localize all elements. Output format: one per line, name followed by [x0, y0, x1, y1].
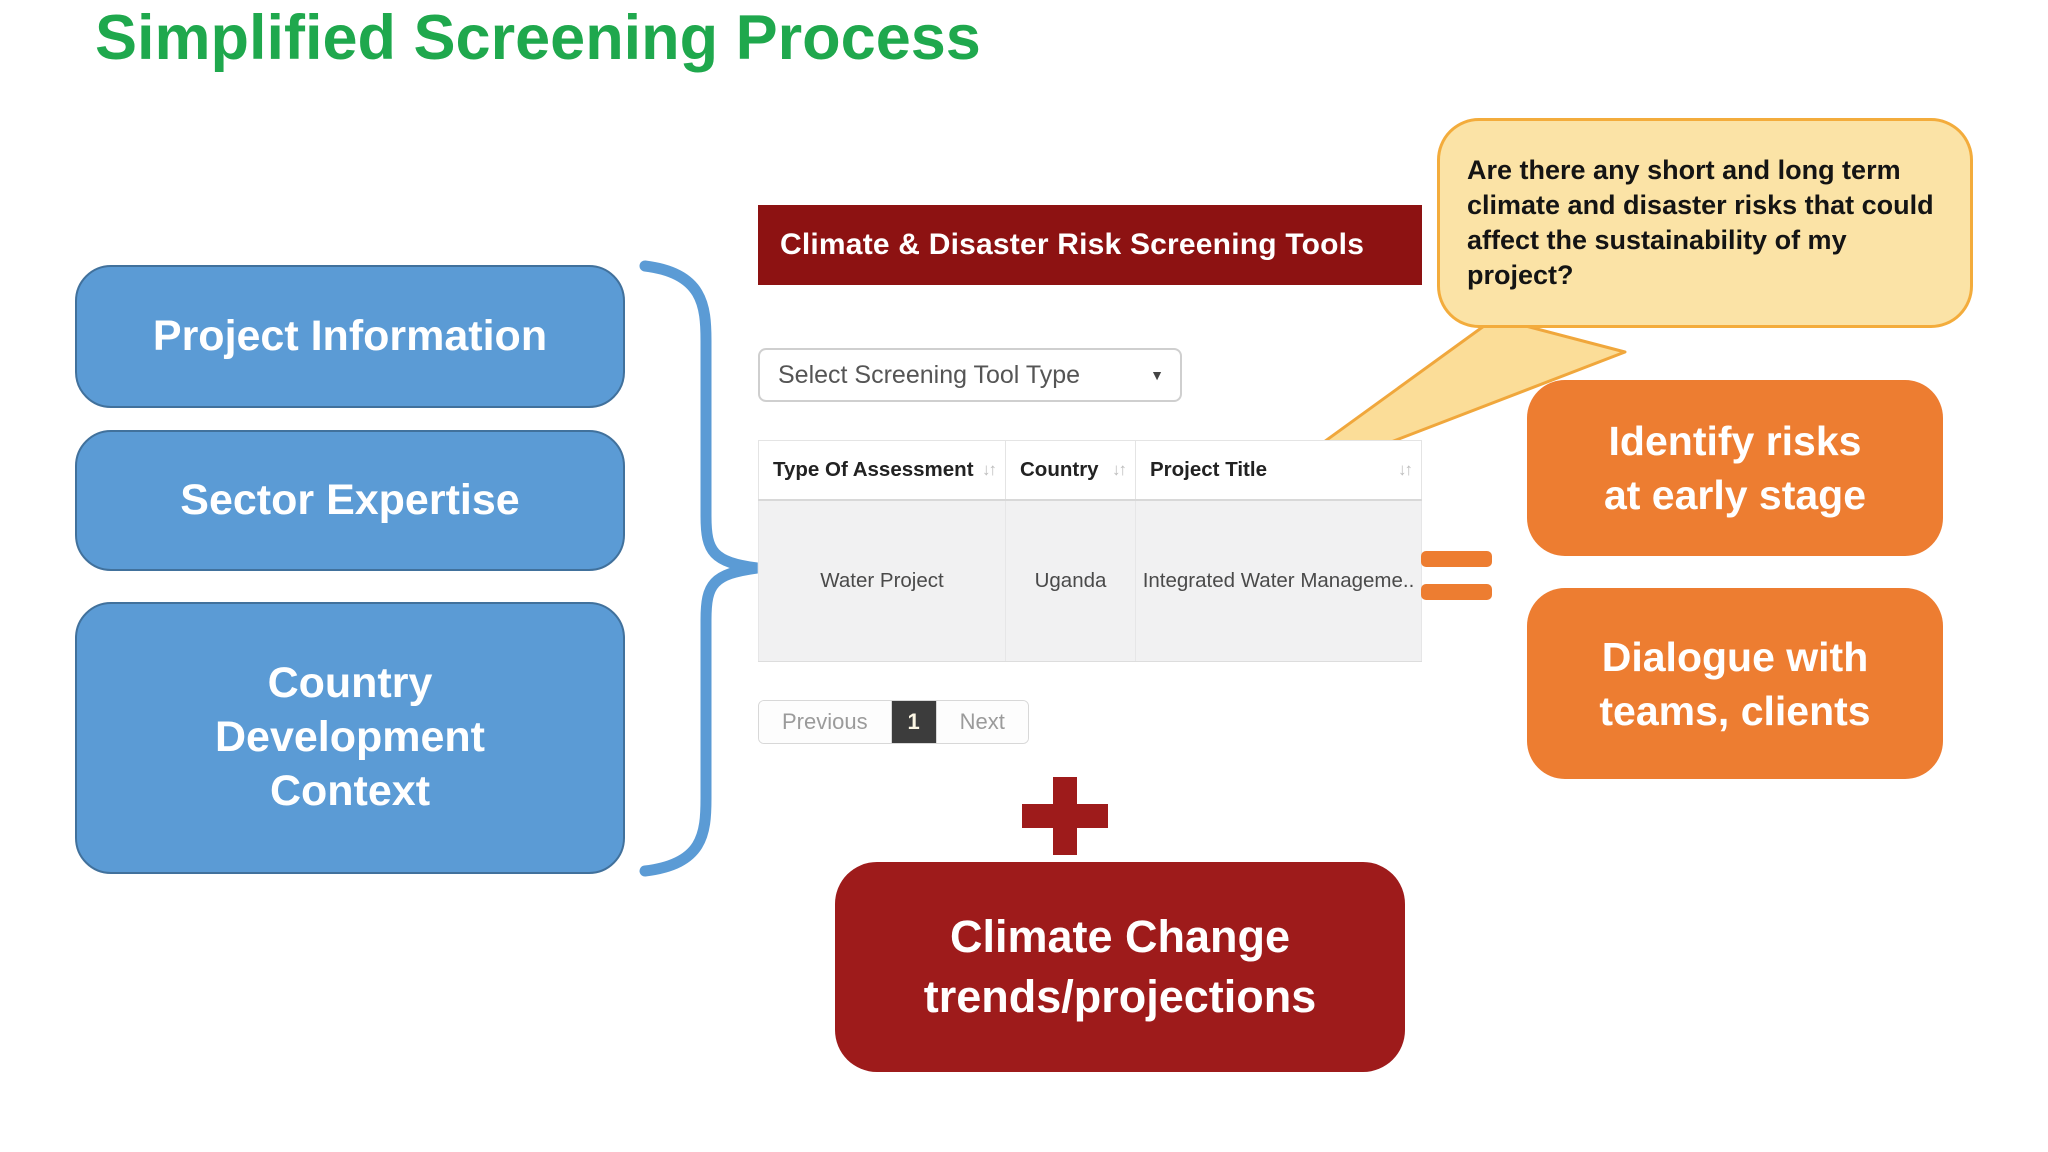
climate-box-line2: trends/projections: [923, 971, 1317, 1022]
brace-icon: [639, 260, 758, 877]
cell-country: Uganda: [1005, 501, 1135, 661]
sort-icon[interactable]: ↓↑: [1398, 460, 1413, 479]
outcome-line2: teams, clients: [1599, 687, 1871, 734]
outcome-box-dialogue: Dialogue with teams, clients: [1527, 588, 1943, 779]
outcome-box-identify-risks: Identify risks at early stage: [1527, 380, 1943, 556]
current-page-button[interactable]: 1: [891, 701, 937, 743]
tool-header-bar: Climate & Disaster Risk Screening Tools: [758, 205, 1422, 285]
screening-table: Type Of Assessment ↓↑ Country ↓↑ Project…: [758, 440, 1422, 662]
outcome-line1: Identify risks: [1608, 418, 1862, 464]
question-bubble-text: Are there any short and long term climat…: [1467, 155, 1934, 290]
sort-icon[interactable]: ↓↑: [982, 460, 997, 479]
column-header-project-title: Project Title ↓↑: [1135, 441, 1422, 499]
outcome-line2: at early stage: [1603, 472, 1867, 518]
input-box-label: Sector Expertise: [180, 475, 520, 524]
cell-project-title: Integrated Water Manageme..: [1135, 501, 1422, 661]
column-header-label: Type Of Assessment: [773, 458, 974, 481]
previous-page-button[interactable]: Previous: [759, 701, 892, 743]
question-bubble: Are there any short and long term climat…: [1437, 118, 1973, 328]
input-box-label: Project Information: [152, 311, 548, 360]
column-header-label: Country: [1020, 458, 1099, 481]
input-box-label: Country Development Context: [214, 659, 485, 815]
column-header-type-of-assessment: Type Of Assessment ↓↑: [758, 441, 1005, 499]
column-header-label: Project Title: [1150, 458, 1267, 481]
climate-change-box: Climate Change trends/projections: [835, 862, 1405, 1072]
equals-icon-bottom-bar: [1421, 584, 1492, 600]
input-box-sector-expertise: Sector Expertise: [75, 430, 625, 571]
next-page-button[interactable]: Next: [936, 701, 1028, 743]
sort-icon[interactable]: ↓↑: [1112, 460, 1127, 479]
climate-box-line1: Climate Change: [949, 911, 1291, 962]
equals-icon-top-bar: [1421, 551, 1492, 567]
outcome-line1: Dialogue with: [1601, 633, 1869, 680]
pagination: Previous 1 Next: [758, 700, 1029, 744]
input-box-country-development-context: Country Development Context: [75, 602, 625, 874]
cell-type-of-assessment: Water Project: [758, 501, 1005, 661]
select-value: Select Screening Tool Type: [778, 360, 1081, 389]
input-box-project-information: Project Information: [75, 265, 625, 408]
table-row[interactable]: Water Project Uganda Integrated Water Ma…: [758, 501, 1422, 662]
page-title: Simplified Screening Process: [95, 3, 981, 73]
column-header-country: Country ↓↑: [1005, 441, 1135, 499]
plus-icon: [1022, 777, 1108, 855]
table-header-row: Type Of Assessment ↓↑ Country ↓↑ Project…: [758, 440, 1422, 501]
chevron-down-icon: ▼: [1150, 367, 1164, 383]
screening-tool-type-select[interactable]: Select Screening Tool Type ▼: [758, 348, 1182, 402]
